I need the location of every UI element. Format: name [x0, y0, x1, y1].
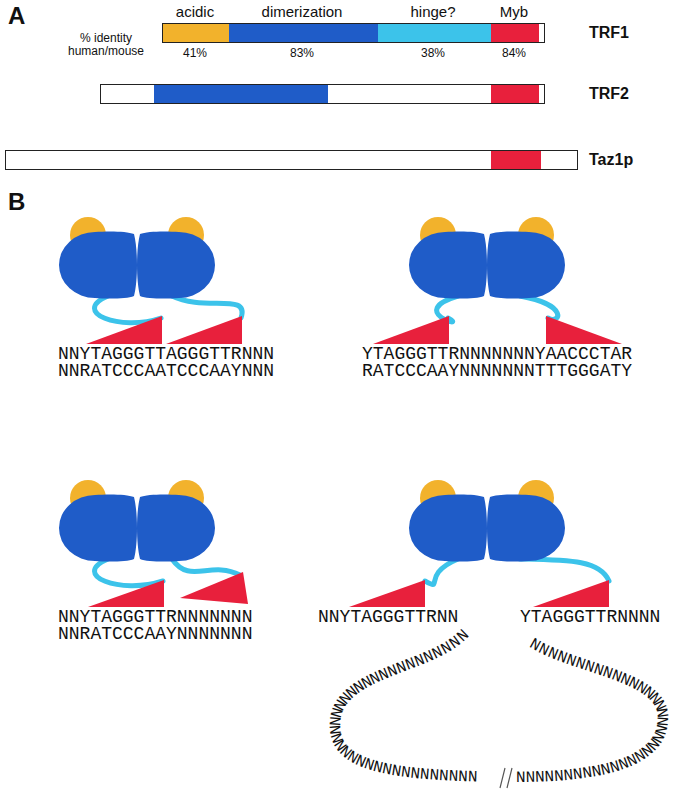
domain-segment — [491, 24, 539, 42]
protein-name: TRF1 — [589, 24, 629, 42]
domain-name: acidic — [176, 3, 214, 20]
hinge-linker — [520, 559, 609, 581]
myb-domain — [533, 580, 609, 607]
dna-sequence: YTAGGGTTRNNNNNNNYAACCCTAR — [362, 346, 632, 363]
identity-percent: 41% — [183, 46, 207, 60]
identity-percent: 38% — [421, 46, 445, 60]
trf1-dimer — [409, 217, 565, 299]
domain-name: Myb — [500, 3, 528, 20]
identity-percent: 83% — [290, 46, 314, 60]
domain-segment — [154, 85, 328, 103]
dna-sequence: RATCCCAAYNNNNNNNTTTGGGATY — [362, 363, 632, 380]
identity-percent: 84% — [502, 46, 526, 60]
dna-sequence: YTAGGGTTRNNNN — [520, 609, 660, 626]
myb-domain — [373, 316, 449, 344]
protein-bar: TRF2 — [100, 84, 545, 104]
domain-segment — [229, 24, 378, 42]
trf1-dimer — [59, 217, 215, 299]
dna-loop: NNNNNNNNNNNNNNNNNNNNNNNNNNNNNNNNNNNN — [325, 625, 478, 787]
domain-segment — [378, 24, 491, 42]
protein-bar: Taz1p — [5, 150, 578, 170]
hinge-linker — [95, 559, 163, 586]
panel-letter: A — [8, 2, 25, 30]
dna-sequence: NNYTAGGGTTRNN — [318, 609, 458, 626]
domain-name: hinge? — [410, 3, 455, 20]
dna-sequence: NNRATCCCAAYNNNNNNN — [58, 626, 252, 643]
myb-domain — [546, 316, 622, 344]
break-mark — [507, 768, 512, 788]
dna-sequence: NNYTAGGGTTAGGGTTRNNN — [58, 346, 274, 363]
myb-domain — [166, 316, 242, 344]
trf1-dimer — [409, 480, 565, 562]
dna-sequence: NNRATCCCAATCCCAAYNNN — [58, 363, 274, 380]
myb-domain — [349, 580, 425, 607]
domain-segment — [491, 85, 539, 103]
dna-loop: NNNNNNNNNNNNNNNNNNNNNNNNNNNNNNNNNNNN — [516, 633, 673, 787]
trf1-dimer — [59, 480, 215, 562]
myb-domain — [88, 580, 164, 607]
protein-name: Taz1p — [589, 151, 633, 169]
protein-name: TRF2 — [589, 85, 629, 103]
hinge-linker — [172, 296, 242, 318]
panel-letter: B — [8, 188, 25, 216]
domain-name: dimerization — [262, 3, 343, 20]
domain-segment — [491, 151, 541, 169]
myb-domain — [86, 316, 162, 344]
hinge-linker — [425, 559, 458, 585]
identity-note: % identity human/mouse — [58, 32, 154, 58]
domain-segment — [163, 24, 229, 42]
dna-loop: NNNNNNNNNNNNNNNNNNNNNNNNNNNNNNNNNNNN — [325, 625, 478, 787]
myb-domain — [180, 572, 248, 604]
hinge-linker — [520, 296, 558, 319]
hinge-linker — [172, 559, 240, 575]
dna-sequence: NNYTAGGGTTRNNNNNNN — [58, 609, 252, 626]
protein-bar: TRF1 — [162, 23, 545, 43]
hinge-linker — [94, 296, 161, 323]
break-mark — [500, 768, 505, 788]
dna-loop: NNNNNNNNNNNNNNNNNNNNNNNNNNNNNNNNNNNN — [516, 633, 673, 787]
